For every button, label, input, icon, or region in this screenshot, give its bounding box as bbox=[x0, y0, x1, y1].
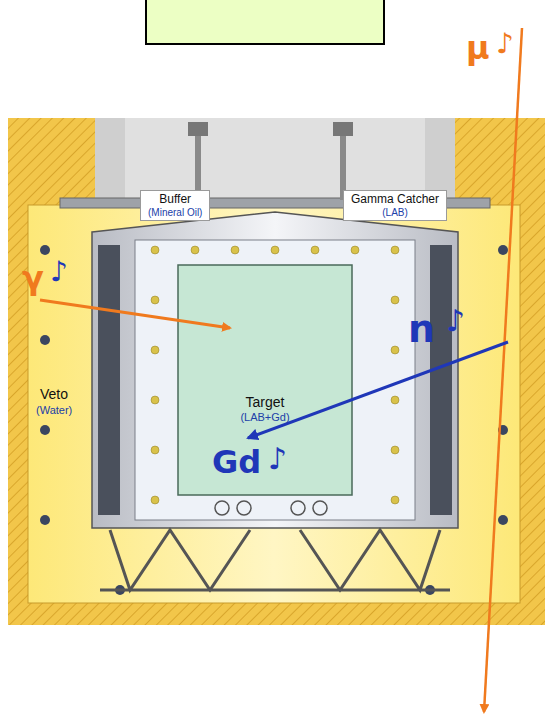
material-note: (LAB+Gd) bbox=[178, 412, 352, 423]
label-box: Gamma Catcher(LAB) bbox=[343, 190, 447, 221]
part-name: Gamma Catcher bbox=[351, 193, 439, 207]
particle-symbol: γ bbox=[22, 262, 44, 294]
particle-symbol: μ bbox=[466, 32, 490, 64]
particle-symbol: n bbox=[408, 310, 435, 348]
region: Target (LAB+Gd) bbox=[178, 265, 352, 495]
part-name: Veto bbox=[40, 387, 68, 401]
material-note: (Water) bbox=[36, 405, 72, 416]
note-symbol: ♪ bbox=[268, 444, 287, 474]
note-symbol: ♪ bbox=[446, 306, 465, 336]
part-name: Buffer bbox=[148, 193, 202, 207]
material-note: (LAB) bbox=[351, 207, 439, 219]
region: Veto (Water) Target (LAB+Gd) bbox=[28, 205, 520, 603]
particle-symbol: Gd bbox=[212, 446, 261, 478]
material-note: (Mineral Oil) bbox=[148, 207, 202, 219]
note-symbol: ♪ bbox=[496, 30, 514, 58]
label-box: Buffer(Mineral Oil) bbox=[140, 190, 210, 221]
part-name: Target bbox=[178, 395, 352, 409]
note-symbol: ♪ bbox=[50, 258, 68, 286]
